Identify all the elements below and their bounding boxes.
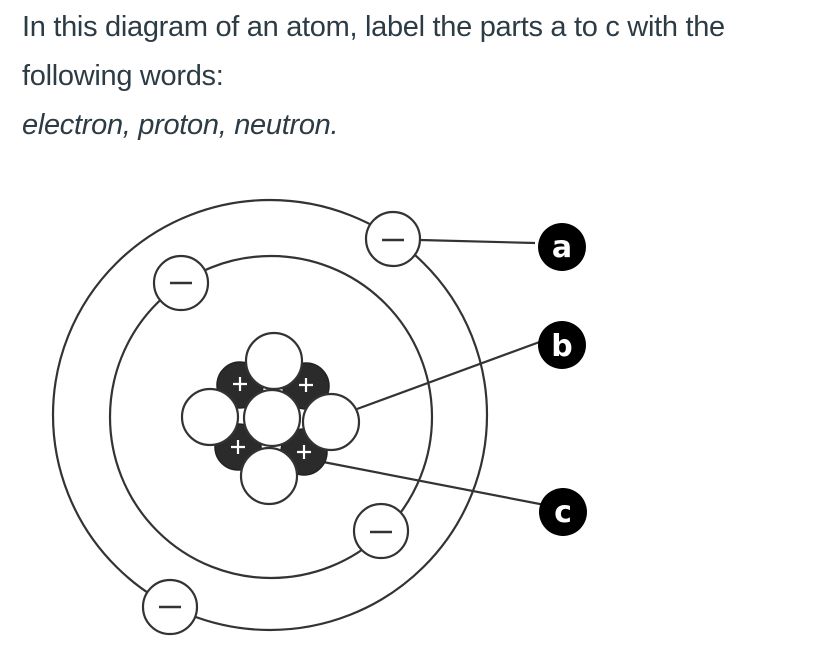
leader-line-c (317, 459, 546, 507)
nucleus (180, 331, 361, 506)
label-c: c (539, 488, 587, 536)
neutron (244, 331, 304, 391)
leader-line-a (419, 238, 536, 245)
neutron (180, 387, 240, 447)
svg-text:c: c (554, 495, 572, 530)
electrons (141, 210, 422, 636)
leader-line-b (356, 338, 546, 411)
outer-shell (51, 198, 489, 632)
label-a: a (538, 223, 586, 271)
neutron (301, 392, 361, 452)
plus-sign-icons (231, 377, 313, 459)
neutron (239, 446, 299, 506)
neutron (242, 388, 302, 448)
svg-text:b: b (551, 329, 572, 364)
svg-text:a: a (552, 230, 572, 265)
word-list: electron, proton, neutron. (22, 109, 339, 141)
question-line-2: following words: (22, 60, 224, 92)
label-b: b (538, 321, 586, 369)
minus-sign-icons (159, 238, 404, 609)
question-line-1: In this diagram of an atom, label the pa… (22, 11, 725, 43)
inner-shell (108, 254, 434, 580)
